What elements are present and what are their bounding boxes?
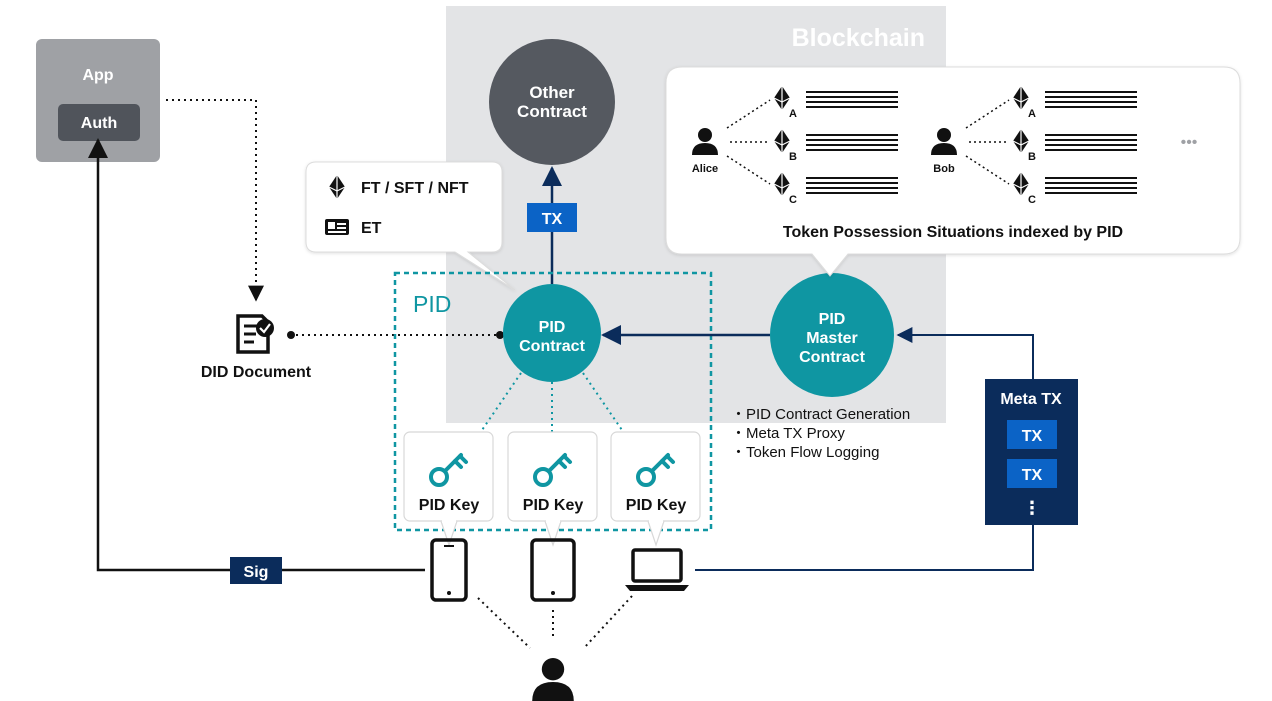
- meta-tx-item-1-label: TX: [1022, 428, 1043, 445]
- pid-key-2-label: PID Key: [523, 497, 584, 514]
- blockchain-label: Blockchain: [792, 24, 925, 52]
- meta-tx-label: Meta TX: [1000, 391, 1062, 408]
- alice-label: Alice: [692, 163, 718, 175]
- app-to-did-arrow: [166, 99, 264, 302]
- master-feature-2: ・Meta TX Proxy: [731, 425, 845, 442]
- user-person-icon: [532, 657, 574, 701]
- alice-cluster: Alice A B C: [692, 85, 898, 206]
- tx-label: TX: [542, 211, 563, 228]
- did-document: DID Document: [201, 314, 312, 381]
- meta-tx-item-2: [1007, 459, 1057, 488]
- alice-token-a: A: [789, 108, 797, 120]
- other-contract-line1: Other: [529, 83, 575, 102]
- pid-master-line3: Contract: [799, 349, 865, 366]
- pid-to-key-connectors: [479, 372, 625, 434]
- bob-token-b: B: [1028, 151, 1036, 163]
- tx-badge: [527, 203, 577, 232]
- bob-label: Bob: [933, 163, 955, 175]
- other-contract-line2: Contract: [517, 102, 587, 121]
- meta-tx-box: Meta TX TX TX ⋮: [985, 379, 1078, 525]
- tablet-icon: [530, 538, 576, 602]
- pid-key-card-2: PID Key: [507, 431, 598, 522]
- sig-badge: [230, 557, 282, 584]
- et-card-icon: [325, 219, 349, 235]
- pid-master-line2: Master: [806, 330, 858, 347]
- smartphone-icon: [430, 538, 468, 602]
- pid-master-line1: PID: [819, 311, 846, 328]
- sig-line: [88, 138, 425, 572]
- laptop-to-meta-tx-line: [695, 520, 1034, 571]
- ft-label: FT / SFT / NFT: [361, 180, 469, 197]
- alice-token-b: B: [789, 151, 797, 163]
- token-types-bubble: [305, 161, 516, 291]
- did-document-label: DID Document: [201, 364, 312, 381]
- meta-tx-more: ⋮: [1023, 498, 1041, 518]
- more-users-ellipsis: •••: [1181, 134, 1198, 151]
- master-feature-3: ・Token Flow Logging: [731, 444, 879, 461]
- app-box: App Auth: [36, 39, 160, 162]
- pid-key-card-3: PID Key: [610, 431, 701, 522]
- meta-tx-to-master-arrow: [896, 327, 1034, 380]
- token-possession-caption: Token Possession Situations indexed by P…: [783, 224, 1123, 241]
- bob-cluster: Bob A B C: [931, 85, 1137, 206]
- pid-contract-line1: PID: [539, 319, 566, 336]
- user-device-links: [477, 595, 633, 649]
- other-contract: Other Contract: [489, 39, 615, 165]
- alice-token-c: C: [789, 194, 797, 206]
- pid-contract: PID Contract: [503, 284, 601, 382]
- pid-key-1-label: PID Key: [419, 497, 480, 514]
- pid-group-label: PID: [413, 291, 451, 317]
- meta-tx-item-1: [1007, 420, 1057, 449]
- master-feature-1: ・PID Contract Generation: [731, 406, 910, 423]
- pid-contract-line2: Contract: [519, 338, 585, 355]
- pid-key-card-1: PID Key: [403, 431, 494, 522]
- laptop-icon: [625, 548, 689, 591]
- bob-token-c: C: [1028, 194, 1036, 206]
- meta-tx-item-2-label: TX: [1022, 467, 1043, 484]
- app-label: App: [82, 67, 113, 84]
- auth-label: Auth: [81, 115, 117, 132]
- pid-key-3-label: PID Key: [626, 497, 687, 514]
- sig-label: Sig: [244, 564, 269, 581]
- bob-token-a: A: [1028, 108, 1036, 120]
- et-label: ET: [361, 220, 382, 237]
- pid-master-contract: PID Master Contract: [770, 273, 894, 397]
- auth-box: [58, 104, 140, 141]
- token-possession-bubble: [665, 66, 1241, 277]
- document-check-icon: [236, 314, 274, 354]
